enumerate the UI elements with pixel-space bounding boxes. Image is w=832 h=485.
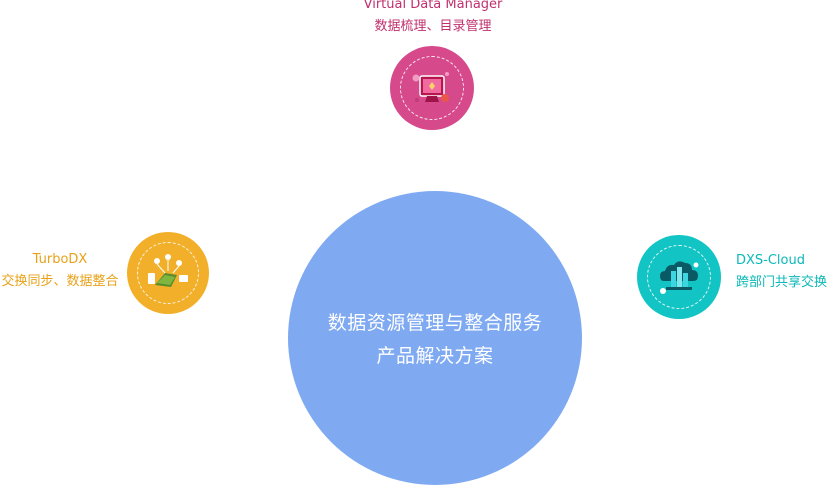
node-title: DXS-Cloud [736,253,805,268]
node-subtitle: 数据梳理、目录管理 [374,19,492,34]
cloud-server-icon [660,261,699,294]
hub-title-line2: 产品解决方案 [376,345,494,367]
node-subtitle: 跨部门共享交换 [736,275,828,290]
node-title: TurboDX [32,252,88,267]
dashed-ring [400,56,464,120]
node-turbodx [127,232,209,314]
node-dxs-cloud [637,235,721,319]
node-label-virtual-data-manager: Virtual Data Manager 数据梳理、目录管理 [335,0,531,38]
center-hub: 数据资源管理与整合服务 产品解决方案 [288,191,582,485]
node-title: Virtual Data Manager [363,0,503,12]
node-virtual-data-manager [390,46,474,130]
network-sync-icon [148,254,188,287]
hub-title-line1: 数据资源管理与整合服务 [327,312,543,334]
tablet-data-icon [412,72,449,102]
node-label-turbodx: TurboDX 交换同步、数据整合 [0,249,120,293]
dashed-ring [137,242,199,304]
node-label-dxs-cloud: DXS-Cloud 跨部门共享交换 [736,250,832,294]
dashed-ring [647,245,711,309]
node-subtitle: 交换同步、数据整合 [1,274,119,289]
